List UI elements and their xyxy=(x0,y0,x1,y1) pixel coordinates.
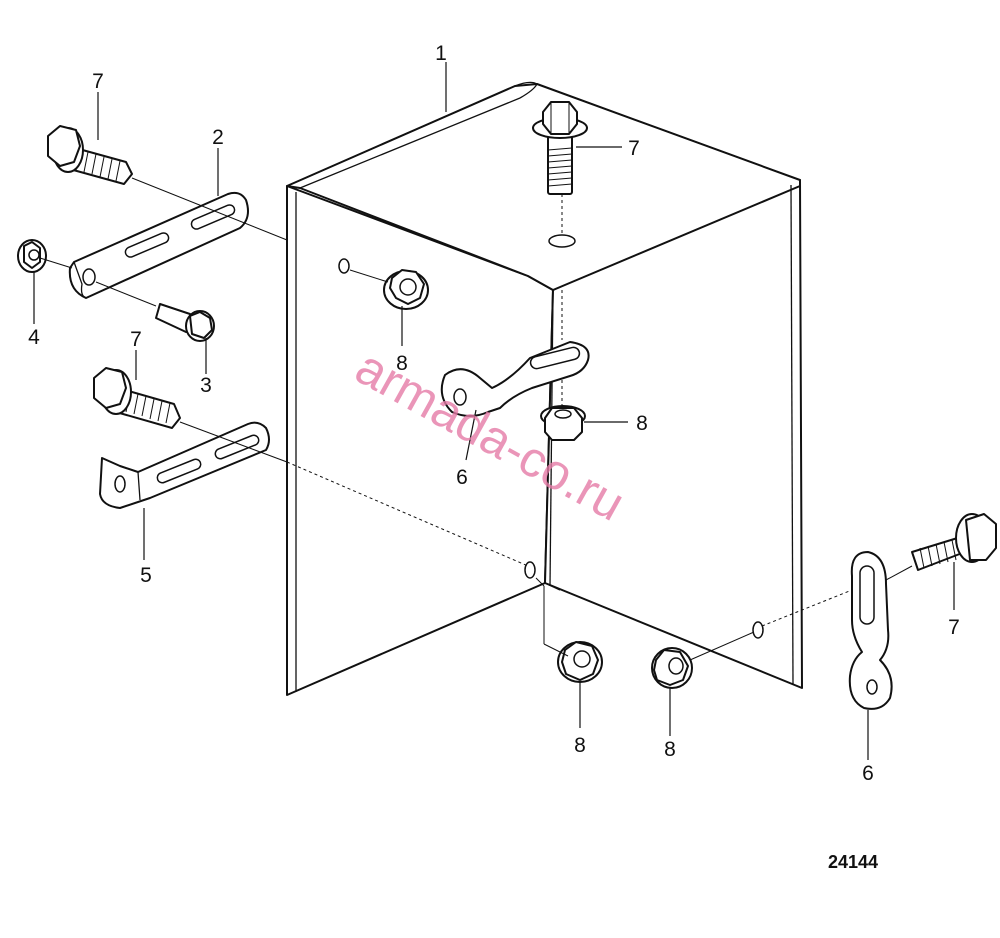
callout-7-right: 7 xyxy=(948,616,960,639)
nut-8-middle xyxy=(540,405,586,441)
callout-8-bottom-right: 8 xyxy=(664,738,676,761)
strap-6-right xyxy=(848,551,893,710)
callout-8-middle: 8 xyxy=(636,412,648,435)
callout-8-upper: 8 xyxy=(396,352,408,375)
strap-6-middle xyxy=(440,341,590,417)
nut-8-bottom-right xyxy=(651,647,693,689)
figure-reference-number: 24144 xyxy=(828,852,878,872)
bolt-7-upper-left xyxy=(47,125,133,185)
nut-8-bottom-left xyxy=(557,641,603,683)
callout-5: 5 xyxy=(140,564,152,587)
callout-3: 3 xyxy=(200,374,212,397)
leader-lines xyxy=(33,62,955,760)
bracket-hole xyxy=(524,561,536,579)
callouts: 1 2 3 4 5 6 6 7 7 7 7 8 8 8 8 xyxy=(28,42,960,785)
callout-8-bottom-left: 8 xyxy=(574,734,586,757)
bracket-2 xyxy=(68,191,249,299)
washer-4 xyxy=(17,239,47,273)
bracket-top-hole xyxy=(548,234,576,248)
bracket-hole xyxy=(752,621,764,639)
callout-2: 2 xyxy=(212,126,224,149)
bracket-top-panel xyxy=(286,83,801,291)
callout-7-top: 7 xyxy=(628,137,640,160)
bolt-7-top xyxy=(532,101,588,195)
assembly-lines xyxy=(39,177,913,661)
bolt-7-lower-left xyxy=(93,367,181,429)
bracket-5 xyxy=(99,421,270,509)
callout-6-middle: 6 xyxy=(456,466,468,489)
callout-1: 1 xyxy=(435,42,447,65)
callout-7-upper-left: 7 xyxy=(92,70,104,93)
bracket-hole xyxy=(338,258,350,274)
nut-8-upper xyxy=(383,269,429,310)
bolt-7-right xyxy=(911,513,997,571)
callout-4: 4 xyxy=(28,326,40,349)
callout-6-right: 6 xyxy=(862,762,874,785)
screw-3 xyxy=(155,303,215,342)
callout-7-lower-left: 7 xyxy=(130,328,142,351)
main-bracket xyxy=(286,81,803,696)
